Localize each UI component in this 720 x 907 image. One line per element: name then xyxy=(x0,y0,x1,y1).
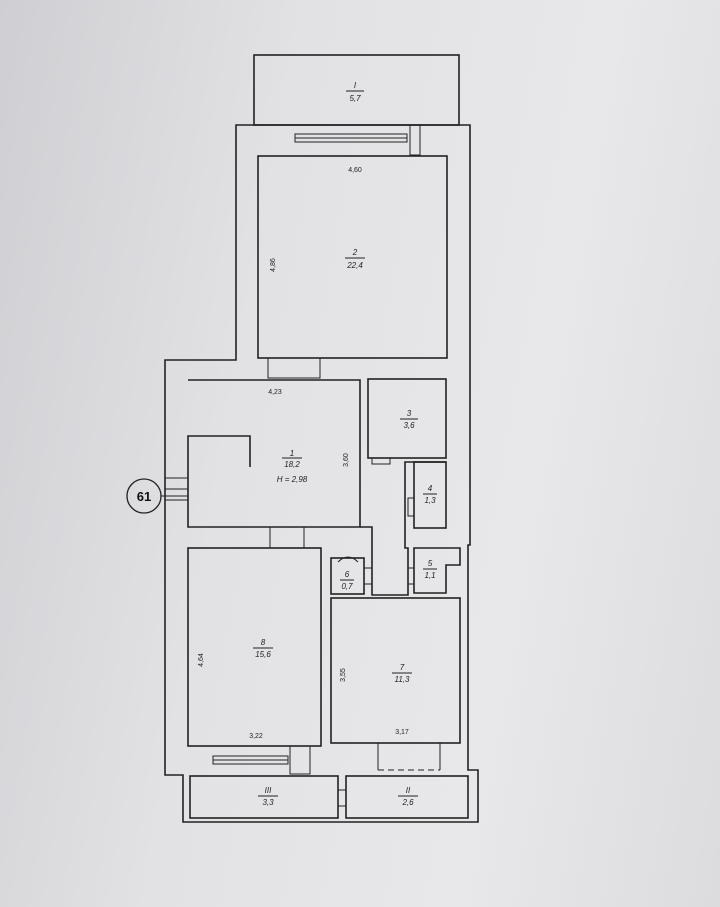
balcony-III: III 3,3 xyxy=(189,775,339,819)
room-8-number: 8 xyxy=(261,638,266,647)
room-4-number: 4 xyxy=(428,484,433,493)
room-2-outline xyxy=(257,155,448,359)
room-7: 3,55 3,17 7 11,3 xyxy=(330,597,461,771)
room-8-area: 15,6 xyxy=(255,650,271,659)
room-7-area: 11,3 xyxy=(395,675,411,684)
room-8-balcony-door xyxy=(289,745,311,775)
room-2-width: 4,60 xyxy=(348,167,362,174)
room-6-number: 6 xyxy=(345,570,350,579)
building-mark-label: 61 xyxy=(137,489,151,504)
balcony-II-area: 2,6 xyxy=(401,798,414,807)
balcony-II: II 2,6 xyxy=(345,775,469,819)
building-mark: 61 xyxy=(126,478,188,514)
room-1-height: H = 2,98 xyxy=(277,475,308,484)
room-6-door xyxy=(363,567,373,585)
room-5-outline xyxy=(413,547,461,594)
balcony-II-number: II xyxy=(406,786,411,795)
room-8-door xyxy=(269,526,305,549)
balcony-III-outline xyxy=(189,775,339,819)
room-1-outline xyxy=(187,379,361,528)
room-1-area: 18,2 xyxy=(284,460,300,469)
balcony-I-area: 5,7 xyxy=(349,94,361,103)
balcony-I: I 5,7 xyxy=(253,54,460,126)
room-6-fixture xyxy=(337,556,359,563)
room-5-number: 5 xyxy=(428,559,433,568)
room-3-number: 3 xyxy=(407,409,412,418)
room-2: 4,60 4,86 2 22,4 xyxy=(257,155,448,379)
outer-wall xyxy=(164,124,479,823)
room-2-depth: 4,86 xyxy=(270,258,277,272)
room-3-outline xyxy=(367,378,447,459)
balcony-III-area: 3,3 xyxy=(262,798,274,807)
room-8-depth: 4,64 xyxy=(198,653,205,667)
room-6-area: 0,7 xyxy=(341,582,353,591)
room-1-depth: 3,60 xyxy=(343,453,350,467)
room-2-door xyxy=(267,357,321,379)
balcony-I-outline xyxy=(253,54,460,126)
room-7-depth: 3,55 xyxy=(340,668,347,682)
room-6: 6 0,7 xyxy=(330,556,373,595)
room-2-number: 2 xyxy=(352,248,358,257)
room-1: 4,23 3,60 1 18,2 H = 2,98 xyxy=(164,379,361,528)
room-8-width: 3,22 xyxy=(249,733,263,740)
room-5-area: 1,1 xyxy=(424,571,435,580)
room-8: 4,64 3,22 8 15,6 xyxy=(187,526,322,775)
room-8-outline xyxy=(187,547,322,747)
room-3-area: 3,6 xyxy=(403,421,415,430)
balcony-II-outline xyxy=(345,775,469,819)
room-1-width: 4,23 xyxy=(268,389,282,396)
room-7-number: 7 xyxy=(400,663,405,672)
room-4-door xyxy=(407,497,415,517)
room-2-area: 22,4 xyxy=(346,261,363,270)
room-3-door xyxy=(371,457,391,465)
room-5: 5 1,1 xyxy=(407,547,461,594)
room-4-outline xyxy=(413,461,447,529)
balcony-III-number: III xyxy=(265,786,272,795)
room-5-door xyxy=(407,567,415,585)
room-1-number: 1 xyxy=(290,449,294,458)
balcony-I-number: I xyxy=(354,81,357,90)
room-7-outline xyxy=(330,597,461,744)
room-3: 3 3,6 xyxy=(367,378,447,465)
room-4: 4 1,3 xyxy=(407,461,447,529)
window-top xyxy=(294,124,421,156)
balcony-divider-door xyxy=(337,789,347,807)
room-7-width: 3,17 xyxy=(395,729,409,736)
room-4-area: 1,3 xyxy=(424,496,436,505)
